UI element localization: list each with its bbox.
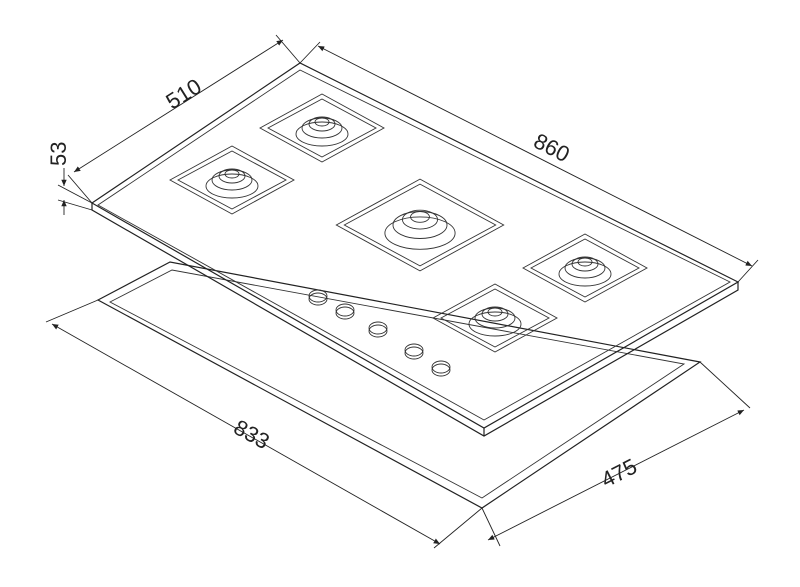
- height-label: 53: [46, 142, 71, 166]
- control-knob-4: [404, 343, 424, 360]
- dimension-height: 53: [46, 142, 93, 215]
- dimension-width: 860: [299, 41, 759, 283]
- dimension-cutout-depth: 475: [481, 361, 751, 547]
- cutout-width-label: 833: [230, 415, 274, 455]
- dimension-cutout-width: 833: [45, 299, 483, 549]
- burner-1: [259, 93, 385, 163]
- control-knob-5: [431, 360, 451, 377]
- cutout-depth-label: 475: [597, 454, 641, 493]
- width-label: 860: [530, 128, 574, 167]
- burner-3: [335, 178, 505, 272]
- burner-5: [432, 283, 558, 353]
- burner-2: [169, 145, 295, 215]
- control-knob-2: [335, 303, 355, 320]
- control-knob-3: [368, 321, 388, 338]
- depth-label: 510: [161, 74, 205, 115]
- dimension-depth: 510: [67, 34, 301, 204]
- control-knob-1: [308, 289, 328, 306]
- burner-4: [522, 233, 648, 303]
